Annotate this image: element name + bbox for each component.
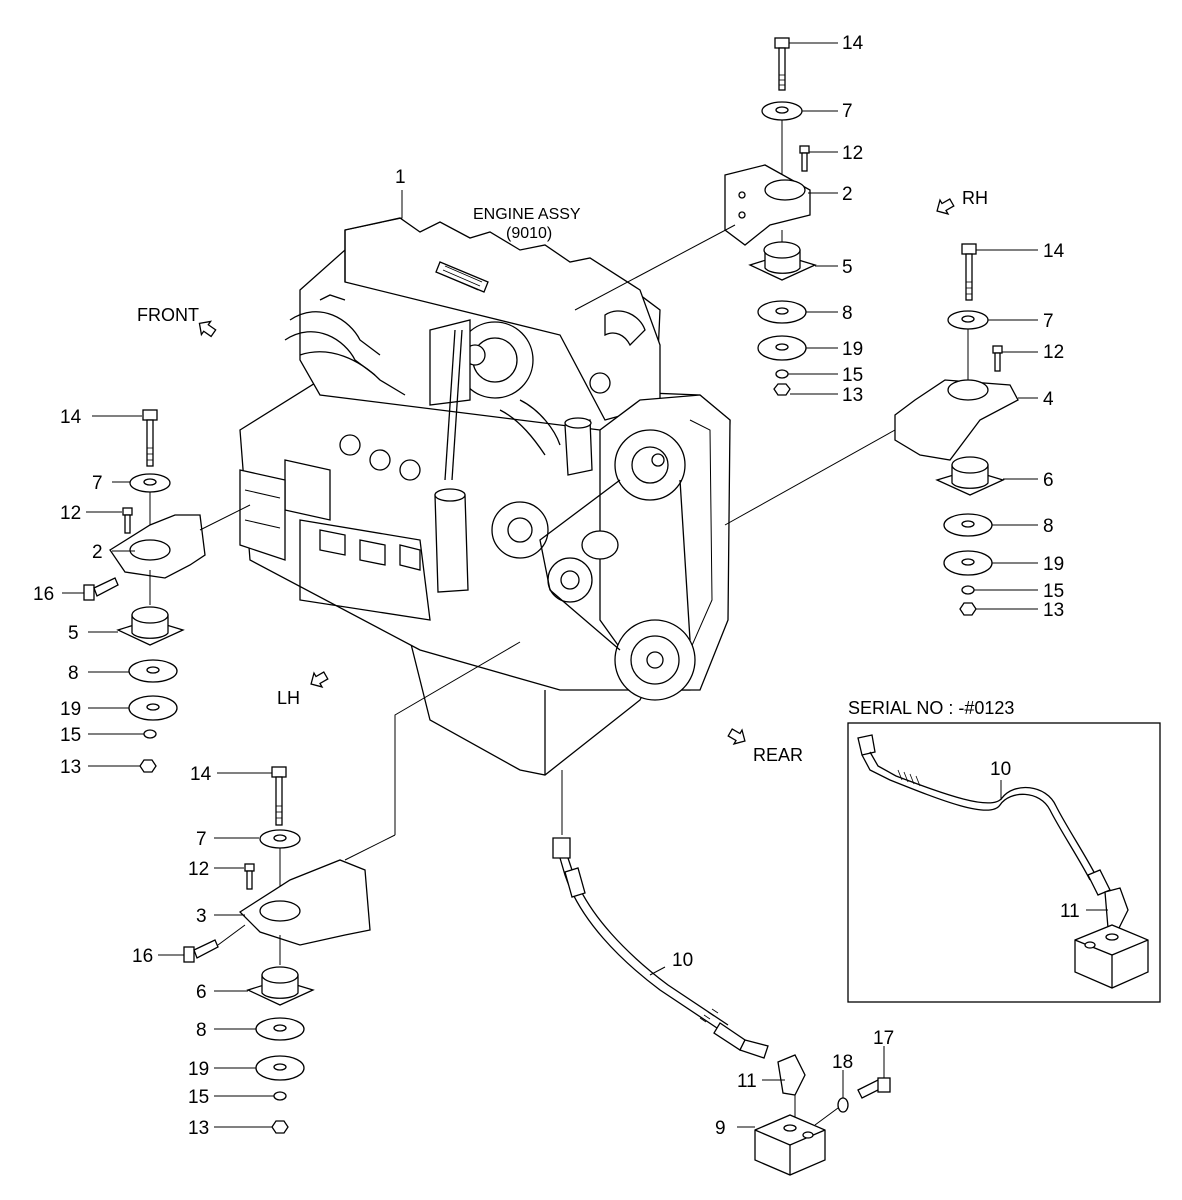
callout-rh-7: 7 (842, 101, 853, 122)
callout-lh-15: 15 (60, 725, 81, 746)
callout-rh-8: 8 (842, 303, 853, 324)
callout-lh-19: 19 (60, 699, 81, 720)
callout-rlh-15: 15 (188, 1087, 209, 1108)
callout-hose-17: 17 (873, 1028, 894, 1049)
callout-rrh-13: 13 (1043, 600, 1064, 621)
callout-hose-9: 9 (715, 1118, 726, 1139)
callout-lh-5: 5 (68, 623, 79, 644)
callout-rrh-8: 8 (1043, 516, 1054, 537)
callout-rh-5: 5 (842, 257, 853, 278)
serial-inset (847, 722, 1161, 1003)
direction-front: FRONT (137, 305, 199, 325)
inset-callout-11: 11 (1060, 901, 1080, 922)
callout-rlh-8: 8 (196, 1020, 207, 1041)
mount-front-rh (574, 37, 838, 396)
inset-title: SERIAL NO : -#0123 (848, 698, 1014, 718)
callout-rrh-4: 4 (1043, 389, 1054, 410)
callout-hose-10: 10 (672, 950, 693, 971)
callout-rh-15: 15 (842, 365, 863, 386)
engine-code-label: (9010) (506, 225, 552, 242)
inset-callout-10: 10 (990, 759, 1011, 780)
callout-rh-2: 2 (842, 184, 853, 205)
callout-rrh-14: 14 (1043, 241, 1065, 262)
callout-hose-18: 18 (832, 1052, 853, 1073)
callout-rlh-6: 6 (196, 982, 207, 1003)
rear-arrow-icon (727, 728, 746, 745)
callout-lh-16: 16 (33, 584, 54, 605)
callout-rrh-6: 6 (1043, 470, 1054, 491)
callout-hose-11: 11 (737, 1071, 757, 1092)
direction-lh: LH (277, 688, 300, 708)
mount-rear-lh (158, 641, 521, 1134)
callout-lh-14: 14 (60, 407, 82, 428)
engine-assy-label: ENGINE ASSY (473, 206, 581, 223)
callout-lh-8: 8 (68, 663, 79, 684)
callout-rlh-14: 14 (190, 764, 212, 785)
engine-assembly (239, 217, 731, 776)
callout-rrh-15: 15 (1043, 581, 1064, 602)
callout-rlh-13: 13 (188, 1118, 209, 1139)
callout-rlh-16: 16 (132, 946, 153, 967)
callout-lh-12: 12 (60, 503, 81, 524)
direction-rh: RH (962, 188, 988, 208)
callout-rh-13: 13 (842, 385, 863, 406)
callout-rlh-19: 19 (188, 1059, 209, 1080)
callout-rrh-7: 7 (1043, 311, 1054, 332)
callout-rh-19: 19 (842, 339, 863, 360)
mount-front-lh (62, 409, 251, 773)
callout-rrh-12: 12 (1043, 342, 1064, 363)
oil-hose-assembly (552, 770, 891, 1176)
lh-arrow-icon (310, 671, 329, 688)
direction-rear: REAR (753, 745, 803, 765)
callout-rh-12: 12 (842, 143, 863, 164)
callout-rrh-19: 19 (1043, 554, 1064, 575)
front-arrow-icon (198, 320, 217, 338)
callout-rlh-7: 7 (196, 829, 207, 850)
callout-engine: 1 (395, 167, 406, 188)
callout-rlh-12: 12 (188, 859, 209, 880)
callout-rlh-3: 3 (196, 906, 207, 927)
callout-rh-14: 14 (842, 33, 864, 54)
callout-lh-7: 7 (92, 473, 103, 494)
callout-lh-13: 13 (60, 757, 81, 778)
callout-lh-2: 2 (92, 542, 103, 563)
rh-arrow-icon (936, 198, 955, 215)
mount-rear-rh (724, 243, 1038, 616)
